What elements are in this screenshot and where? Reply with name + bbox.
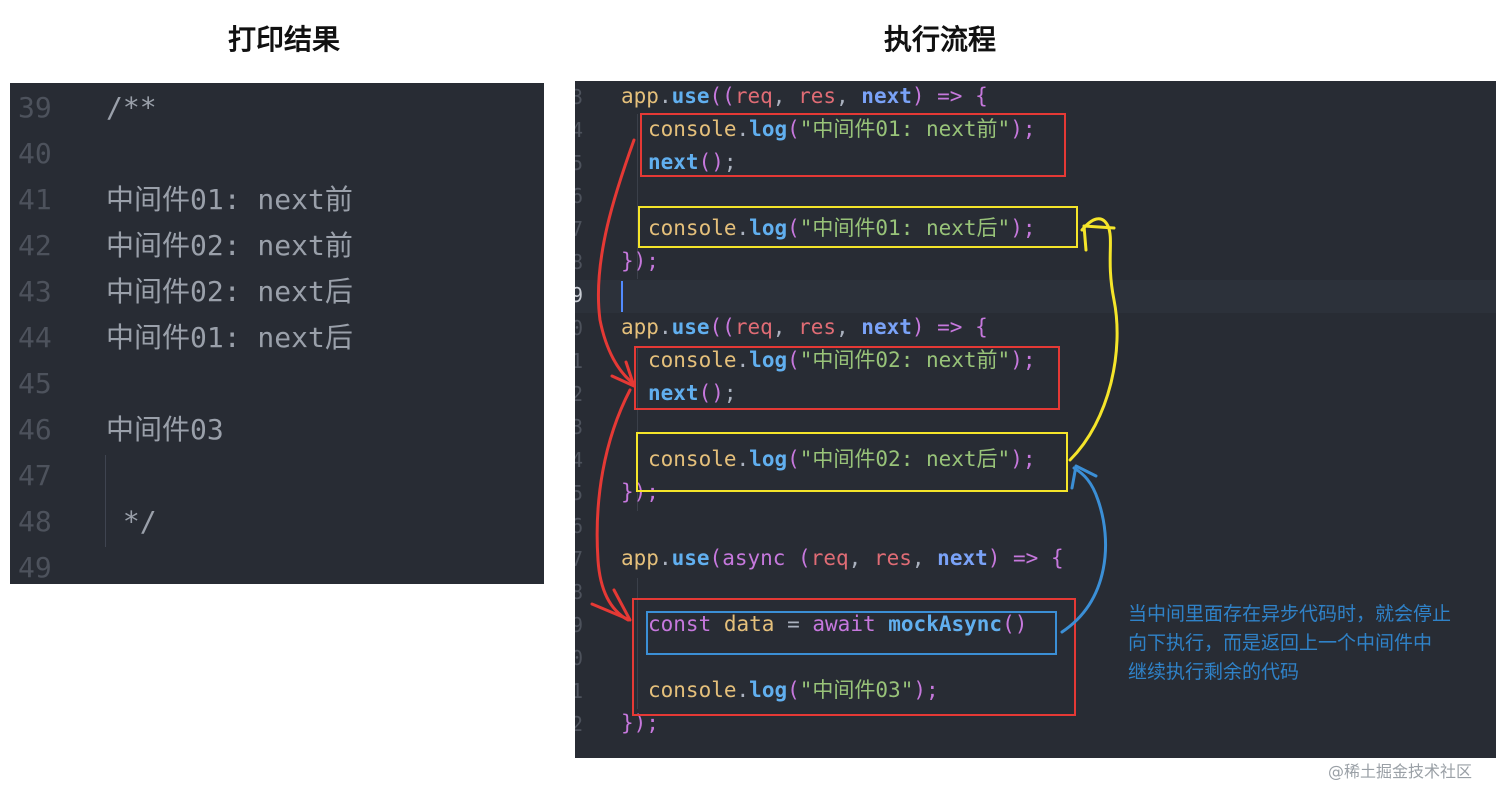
annotation-line: 当中间里面存在异步代码时，就会停止 [1128, 603, 1452, 625]
output-row: 41 中间件01: next前 [10, 177, 544, 223]
indent-guide [105, 455, 106, 547]
line-number: 47 [18, 459, 52, 492]
text-cursor [621, 281, 623, 312]
line-number: 48 [18, 505, 52, 538]
output-row: 42 中间件02: next前 [10, 223, 544, 269]
code-line-log-02-after: console.log("中间件02: next后"); [648, 447, 1036, 471]
code-panel: 3 4 5 6 7 8 9 0 1 2 3 4 5 6 7 8 9 0 1 2 … [575, 81, 1496, 758]
line-number: 44 [18, 321, 52, 354]
line-number: 0 [575, 646, 583, 670]
line-number: 42 [18, 229, 52, 262]
yellow-box-middleware-02-after [636, 432, 1068, 492]
output-text: 中间件02: next前 [106, 229, 353, 262]
red-box-middleware-01-before [640, 113, 1066, 177]
output-row: 39 /** [10, 85, 544, 131]
line-number: 45 [18, 367, 52, 400]
line-number: 7 [575, 547, 583, 571]
code-line-log-01-before: console.log("中间件01: next前"); [648, 117, 1036, 141]
line-number: 7 [575, 217, 583, 241]
indent-guide [637, 346, 638, 511]
line-number: 2 [575, 712, 583, 736]
annotation-line: 向下执行，而是返回上一个中间件中 [1128, 632, 1433, 654]
code-line-log-03: console.log("中间件03"); [648, 678, 939, 702]
red-box-middleware-02-before [634, 346, 1060, 410]
line-number: 1 [575, 349, 583, 373]
line-number: 8 [575, 580, 583, 604]
output-row: 45 [10, 361, 544, 407]
output-text: 中间件03 [106, 413, 224, 446]
output-text: */ [106, 505, 157, 538]
line-number: 46 [18, 413, 52, 446]
code-line-app-use-1: app.use((req, res, next) => { [621, 84, 988, 108]
line-number: 9 [575, 283, 583, 307]
line-number: 4 [575, 118, 583, 142]
line-number: 43 [18, 275, 52, 308]
output-text: 中间件01: next后 [106, 321, 353, 354]
output-text: 中间件01: next前 [106, 183, 353, 216]
code-line-await: const data = await mockAsync() [648, 612, 1028, 636]
line-number: 3 [575, 415, 583, 439]
line-number: 5 [575, 481, 583, 505]
current-line-highlight [575, 280, 1496, 313]
line-number: 39 [18, 91, 52, 124]
output-panel: 39 /** 40 41 中间件01: next前 42 中间件02: next前 4… [10, 83, 544, 584]
line-number: 3 [575, 85, 583, 109]
code-line-log-01-after: console.log("中间件01: next后"); [648, 216, 1036, 240]
line-number: 40 [18, 137, 52, 170]
code-line-app-use-3: app.use(async (req, res, next) => { [621, 546, 1064, 570]
output-row: 40 [10, 131, 544, 177]
code-line-next-2: next(); [648, 381, 737, 405]
output-row: 44 中间件01: next后 [10, 315, 544, 361]
line-number: 41 [18, 183, 52, 216]
annotation-line: 继续执行剩余的代码 [1128, 661, 1300, 683]
output-text: 中间件02: next后 [106, 275, 353, 308]
blue-box-await [646, 611, 1057, 655]
line-number: 4 [575, 448, 583, 472]
code-line-app-use-2: app.use((req, res, next) => { [621, 315, 988, 339]
output-row: 49 [10, 545, 544, 584]
line-number: 2 [575, 382, 583, 406]
red-box-middleware-03 [632, 598, 1076, 716]
output-row: 46 中间件03 [10, 407, 544, 453]
yellow-box-middleware-01-after [638, 206, 1078, 248]
right-title: 执行流程 [884, 23, 997, 56]
line-number: 8 [575, 250, 583, 274]
indent-guide [637, 114, 638, 279]
indent-guide [637, 578, 638, 709]
output-row: 43 中间件02: next后 [10, 269, 544, 315]
line-number: 9 [575, 613, 583, 637]
output-row: 48 */ [10, 499, 544, 545]
line-number: 1 [575, 679, 583, 703]
left-title: 打印结果 [228, 23, 341, 56]
line-number: 49 [18, 551, 52, 584]
code-line-block-end-1: }); [621, 249, 659, 273]
line-number: 5 [575, 151, 583, 175]
line-number: 6 [575, 184, 583, 208]
async-annotation: 当中间里面存在异步代码时，就会停止 向下执行，而是返回上一个中间件中 继续执行剩… [1128, 600, 1508, 687]
output-row: 47 [10, 453, 544, 499]
line-number: 6 [575, 514, 583, 538]
code-line-next-1: next(); [648, 150, 737, 174]
code-line-log-02-before: console.log("中间件02: next前"); [648, 348, 1036, 372]
watermark: @稀土掘金技术社区 [1328, 762, 1473, 781]
line-number: 0 [575, 316, 583, 340]
output-text: /** [106, 91, 157, 124]
